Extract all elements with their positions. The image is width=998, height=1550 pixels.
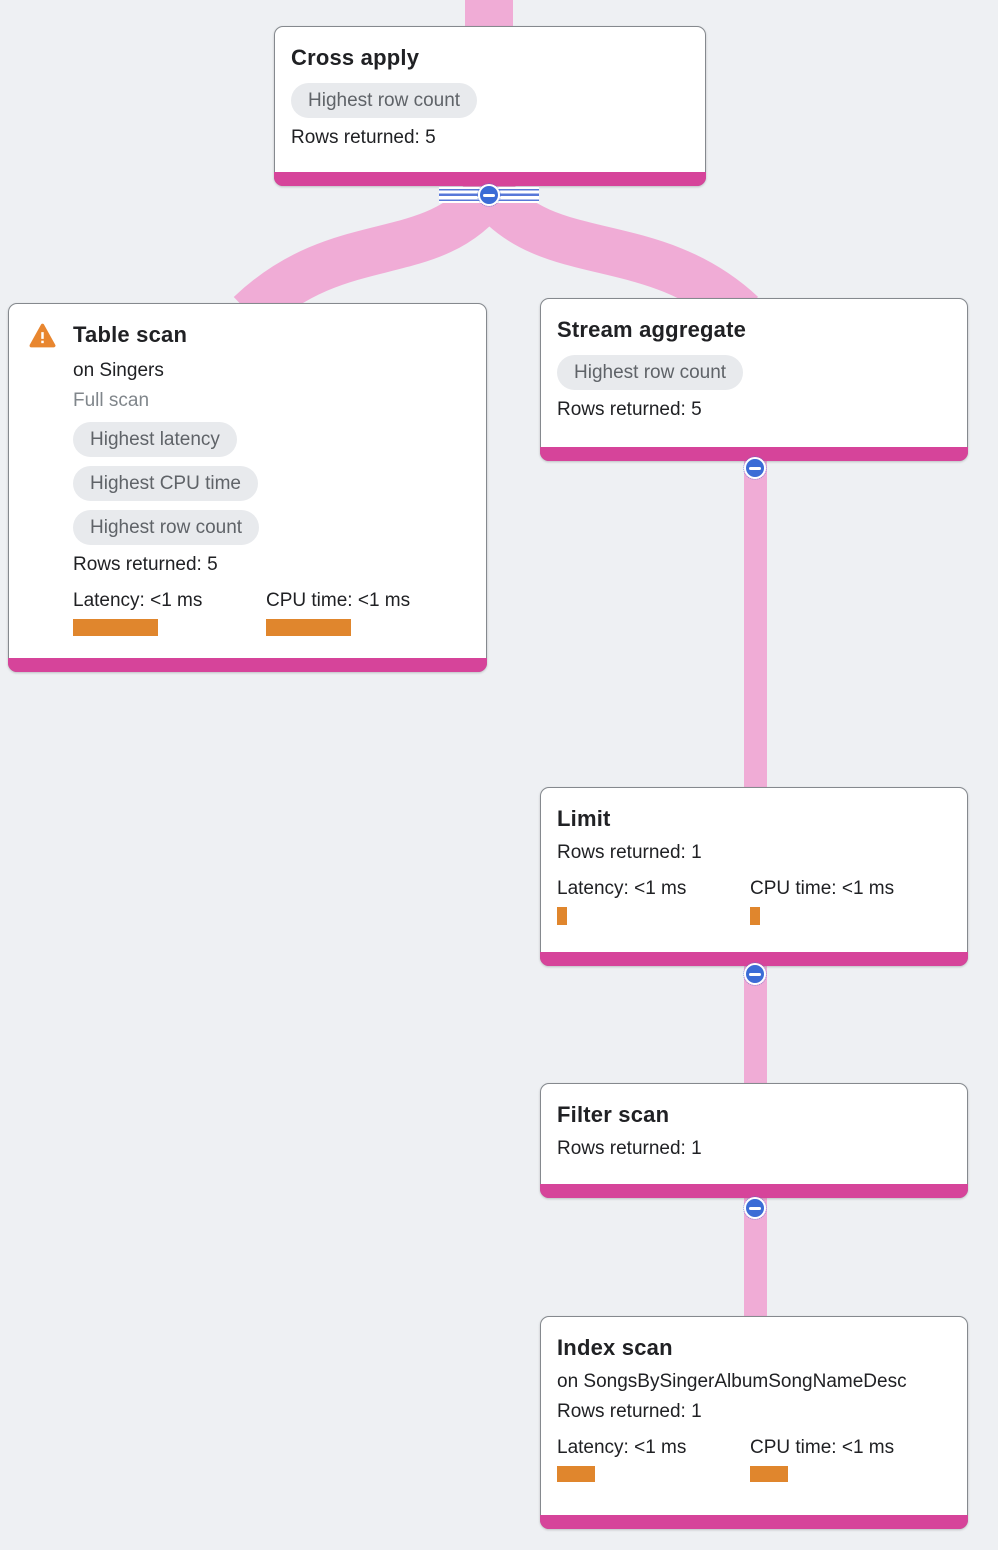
rows-returned: Rows returned: 1 [557,1138,702,1159]
rows-returned: Rows returned: 5 [557,399,702,420]
edge-filter-scan-to-index-scan [744,1192,767,1328]
cpu-time-bar [750,907,760,925]
collapse-button-stream-aggregate[interactable] [743,456,767,480]
badge-highest-cpu-time: Highest CPU time [73,466,258,501]
scan-type: Full scan [73,390,150,411]
plan-node-cross-apply[interactable]: Cross apply Highest row count Rows retur… [274,26,706,186]
plan-node-filter-scan[interactable]: Filter scan Rows returned: 1 [540,1083,968,1198]
node-title: Stream aggregate [557,317,747,342]
rows-returned: Rows returned: 5 [291,127,436,148]
edge-parent-to-cross-apply [465,0,513,30]
scan-target: on SongsBySingerAlbumSongNameDesc [557,1371,907,1392]
plan-node-stream-aggregate[interactable]: Stream aggregate Highest row count Rows … [540,298,968,461]
node-accent-bar [540,1184,968,1198]
badge-highest-row-count: Highest row count [291,83,478,118]
cpu-time-label: CPU time: <1 ms [750,1437,895,1458]
plan-node-table-scan[interactable]: Table scan on Singers Full scan Highest … [8,303,487,672]
collapse-button-cross-apply[interactable] [477,183,501,207]
latency-label: Latency: <1 ms [557,878,687,899]
cpu-time-bar [266,619,351,636]
node-title: Limit [557,806,611,831]
node-title: Cross apply [291,45,420,70]
collapse-button-limit[interactable] [743,962,767,986]
rows-returned: Rows returned: 1 [557,842,702,863]
rows-returned: Rows returned: 5 [73,554,218,575]
latency-bar [73,619,158,636]
cpu-time-label: CPU time: <1 ms [266,590,411,611]
node-accent-bar [540,447,968,461]
latency-bar [557,907,567,925]
node-accent-bar [540,1515,968,1529]
node-title: Index scan [557,1335,673,1360]
badge-highest-latency: Highest latency [73,422,237,457]
rows-returned: Rows returned: 1 [557,1401,702,1422]
edge-limit-to-filter-scan [744,958,767,1095]
edge-cross-apply-to-stream-aggregate [470,176,759,332]
edge-stream-aggregate-to-limit [744,455,767,800]
collapse-button-filter-scan[interactable] [743,1196,767,1220]
latency-label: Latency: <1 ms [73,590,203,611]
node-accent-bar [274,172,706,186]
latency-bar [557,1466,595,1482]
badge-highest-row-count: Highest row count [73,510,260,545]
latency-label: Latency: <1 ms [557,1437,687,1458]
node-title: Filter scan [557,1102,670,1127]
scan-target: on Singers [73,360,164,381]
plan-node-limit[interactable]: Limit Rows returned: 1 Latency: <1 ms CP… [540,787,968,966]
node-title: Table scan [73,322,188,347]
plan-node-index-scan[interactable]: Index scan on SongsBySingerAlbumSongName… [540,1316,968,1529]
node-accent-bar [8,658,487,672]
cpu-time-label: CPU time: <1 ms [750,878,895,899]
warning-icon [29,323,56,348]
node-accent-bar [540,952,968,966]
edge-cross-apply-to-table-scan [233,177,508,332]
badge-highest-row-count: Highest row count [557,355,744,390]
cpu-time-bar [750,1466,788,1482]
